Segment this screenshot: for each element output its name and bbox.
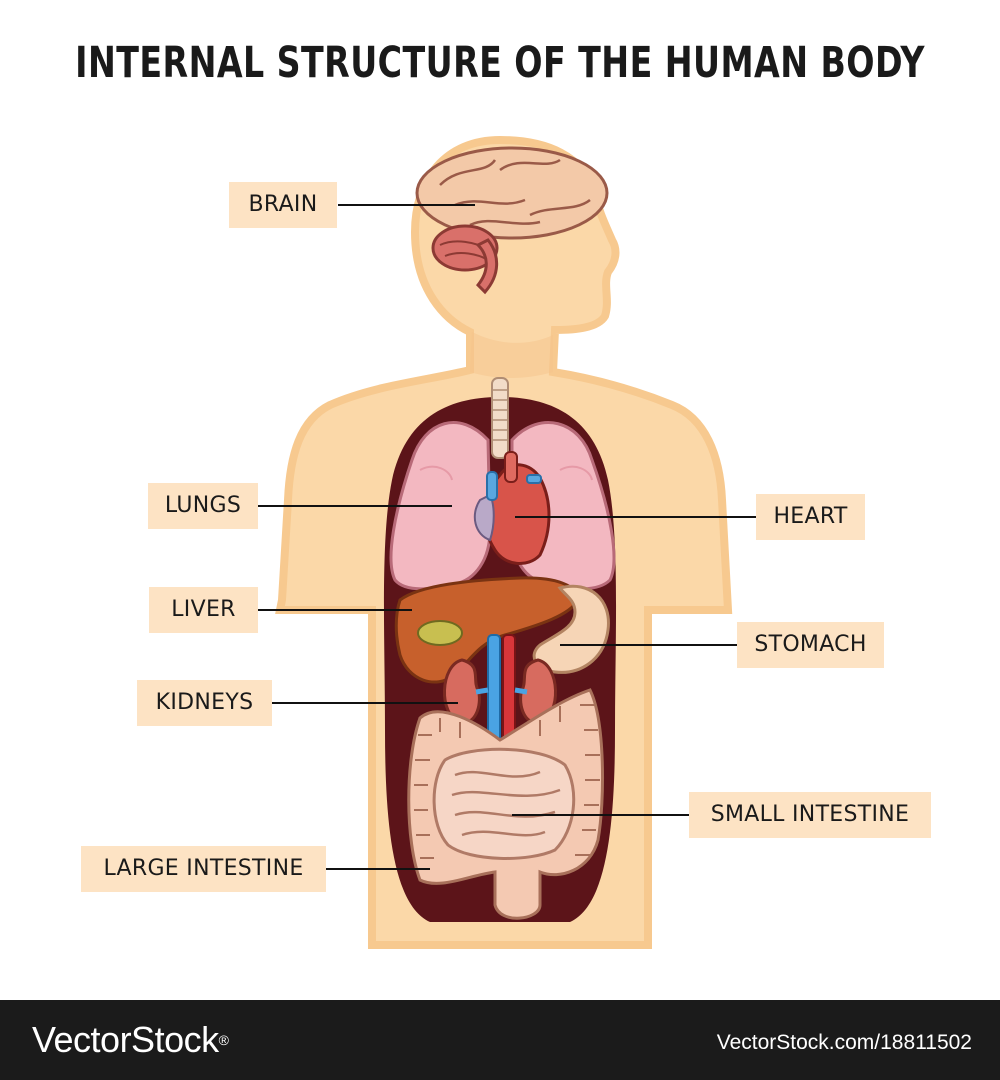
page-title: INTERNAL STRUCTURE OF THE HUMAN BODY [75, 38, 925, 88]
brain-illustration [415, 146, 609, 295]
label-heart: HEART [756, 494, 865, 540]
label-kidneys: KIDNEYS [137, 680, 272, 726]
label-brain: BRAIN [229, 182, 337, 228]
label-large-intestine: LARGE INTESTINE [81, 846, 326, 892]
liver-illustration [394, 576, 580, 684]
trachea-illustration [491, 377, 509, 459]
heart-illustration [473, 451, 551, 565]
label-liver: LIVER [149, 587, 258, 633]
watermark-url: VectorStock.com/18811502 [716, 1031, 972, 1054]
watermark-bar: VectorStock® VectorStock.com/18811502 [0, 1000, 1000, 1080]
label-lungs: LUNGS [148, 483, 258, 529]
human-body-diagram [258, 135, 757, 949]
kidneys-illustration [443, 634, 557, 748]
label-stomach: STOMACH [737, 622, 884, 668]
pointer-lines [258, 204, 757, 870]
small-intestine-illustration [432, 747, 576, 860]
label-small-intestine: SMALL INTESTINE [689, 792, 931, 838]
watermark-logo: VectorStock® [32, 1019, 229, 1060]
